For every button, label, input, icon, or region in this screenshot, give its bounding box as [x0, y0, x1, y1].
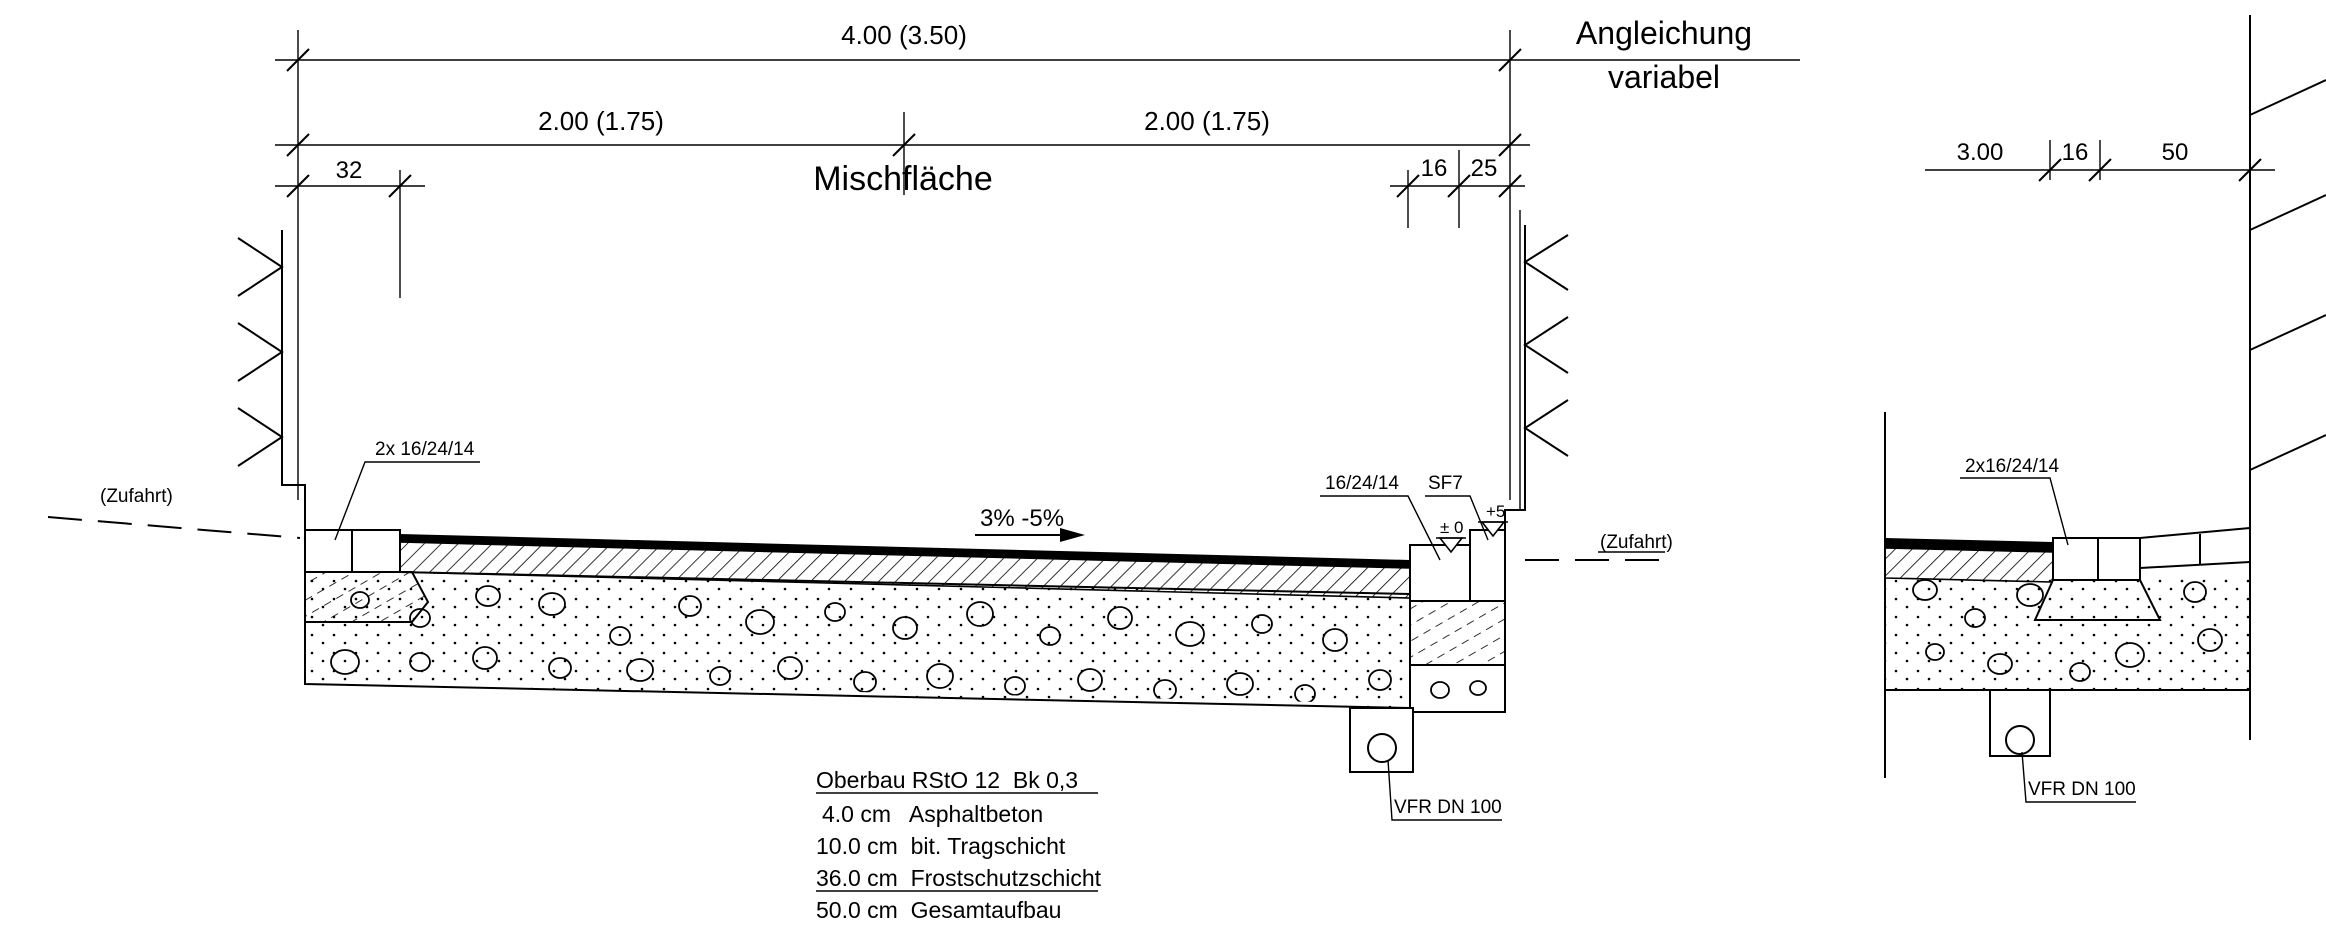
clearance-outline — [237, 225, 1569, 530]
level-plus-label: +5 — [1486, 502, 1505, 521]
asphalt-layer — [400, 534, 1410, 568]
curb-right-stone — [1409, 544, 1471, 602]
curb-left-label: 2x 16/24/14 — [375, 439, 475, 460]
adjust-label-line2: variabel — [1608, 59, 1720, 95]
dimension-right-curb-b: 25 — [1471, 155, 1498, 182]
buildup-table: Oberbau RStO 12 Bk 0,3 4.0 cm Asphaltbet… — [816, 767, 1102, 923]
curb-left-bedding — [304, 571, 430, 623]
buildup-layer: 10.0 cm bit. Tragschicht — [816, 833, 1066, 859]
dimension-right-curb-a: 16 — [1421, 155, 1448, 182]
buildup-layer: 36.0 cm Frostschutzschicht — [816, 865, 1102, 891]
drain-pipe — [1367, 733, 1397, 763]
gutter-stone — [1469, 529, 1506, 602]
pavement-structure — [304, 529, 1506, 773]
gutter-label: SF7 — [1428, 473, 1463, 494]
curb-right-label: 16/24/14 — [1325, 473, 1399, 494]
buildup-total: 50.0 cm Gesamtaufbau — [816, 897, 1061, 923]
buildup-title: Oberbau RStO 12 Bk 0,3 — [816, 767, 1078, 793]
detail-section — [1884, 15, 2326, 803]
frost-layer — [304, 568, 1411, 710]
slope-label: 3% -5% — [980, 505, 1064, 532]
dimension-chain — [275, 30, 1800, 510]
frost-aggregate — [330, 585, 1392, 704]
access-label-left: (Zufahrt) — [100, 486, 173, 507]
level-zero-label: ± 0 — [1440, 518, 1464, 537]
access-label-right: (Zufahrt) — [1600, 532, 1673, 553]
surface-label: Mischfläche — [813, 160, 993, 198]
detail-dim-a: 3.00 — [1957, 139, 2004, 166]
adjust-label-line1: Angleichung — [1576, 15, 1752, 51]
slope-indicator — [975, 528, 1085, 542]
dimension-total: 4.00 (3.50) — [841, 20, 967, 50]
access-line-left — [47, 516, 301, 539]
curb-right-bedding — [1409, 600, 1506, 666]
detail-drain-label: VFR DN 100 — [2028, 779, 2136, 800]
detail-dim-b: 16 — [2062, 139, 2089, 166]
detail-dim-c: 50 — [2162, 139, 2189, 166]
drain-label: VFR DN 100 — [1394, 797, 1502, 818]
level-markers — [1436, 521, 1508, 554]
dimension-left-half: 2.00 (1.75) — [538, 106, 664, 136]
dimension-right-half: 2.00 (1.75) — [1144, 106, 1270, 136]
buildup-layer: 4.0 cm Asphaltbeton — [822, 801, 1043, 827]
dimension-left-curb: 32 — [336, 157, 363, 184]
detail-curb-label: 2x16/24/14 — [1965, 456, 2059, 477]
